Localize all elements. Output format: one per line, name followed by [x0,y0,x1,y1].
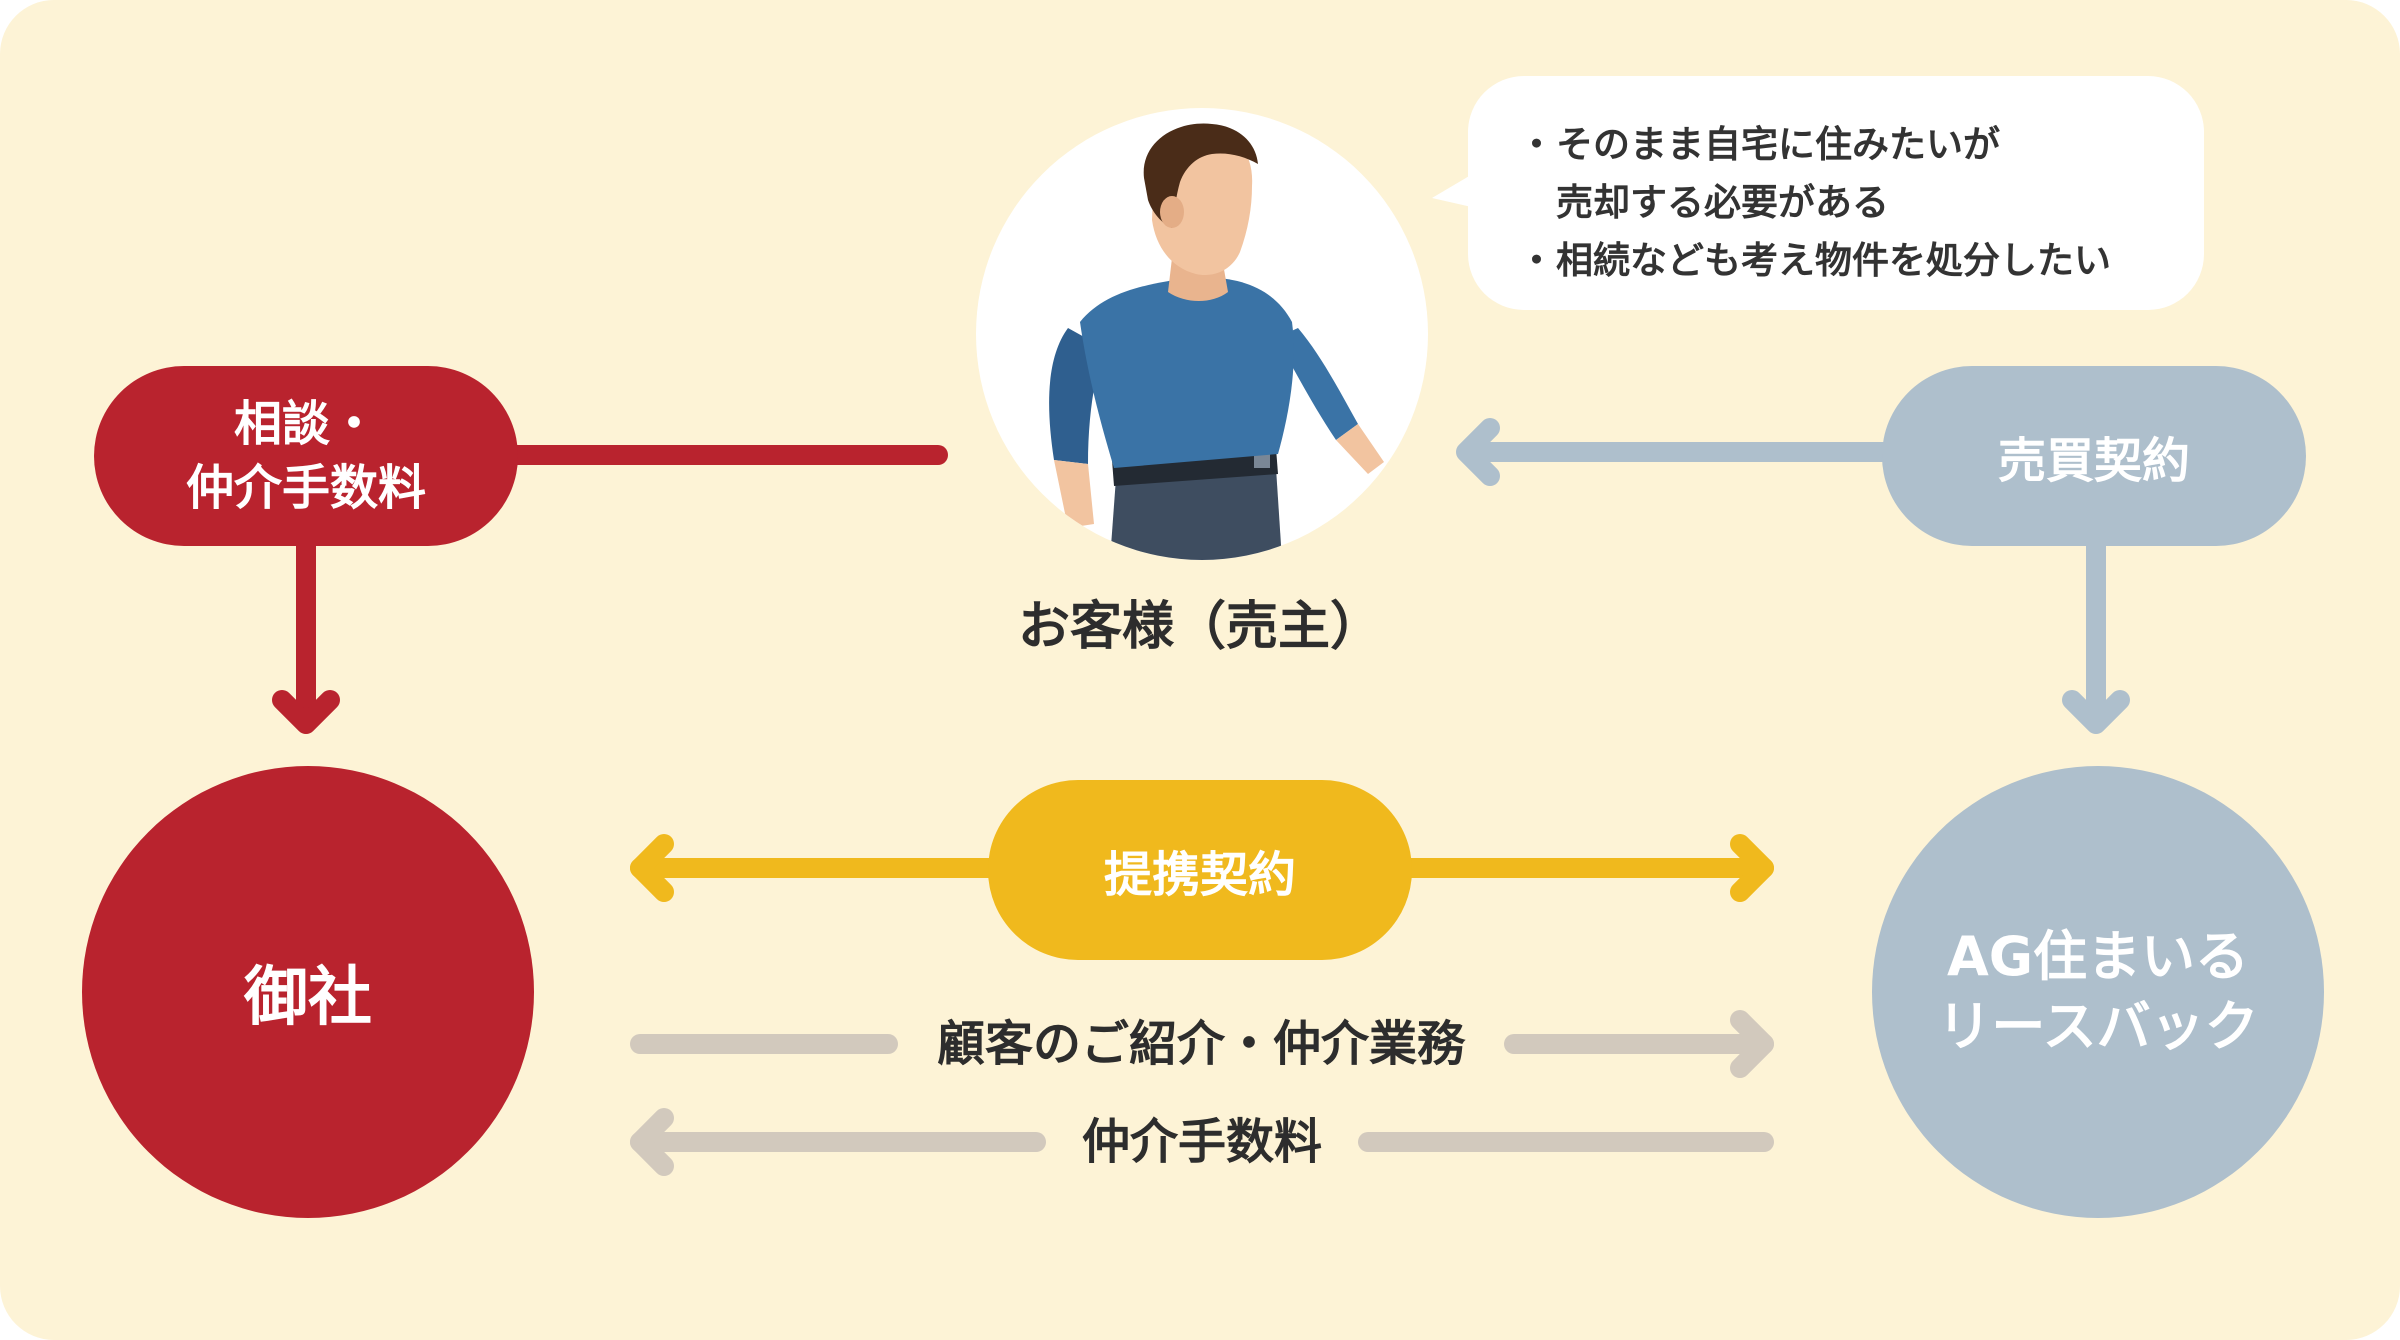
bullet-icon: ・ [1518,232,1556,290]
bullet-icon: ・ [1518,116,1556,174]
consult-fee-pill: 相談・ 仲介手数料 [94,366,518,546]
alliance-pill-label: 提携契約 [1104,835,1296,905]
company-node: 御社 [82,766,534,1218]
bubble-line-1: ・そのまま自宅に住みたいが [1518,116,2204,174]
fee-flow-label: 仲介手数料 [1050,1112,1354,1172]
speech-bubble: ・そのまま自宅に住みたいが 売却する必要がある ・相続なども考え物件を処分したい [1468,76,2204,310]
consult-pill-line2: 仲介手数料 [186,456,426,520]
alliance-contract-pill: 提携契約 [988,780,1412,960]
person-icon [976,108,1428,560]
sale-contract-pill: 売買契約 [1882,366,2306,546]
customer-label: お客様（売主） [1000,584,1400,659]
bubble-line-3: ・相続なども考え物件を処分したい [1518,232,2204,290]
sale-pill-label: 売買契約 [1998,421,2190,491]
referral-flow-label: 顧客のご紹介・仲介業務 [900,1014,1502,1074]
partner-label-line2: リースバック [1937,992,2258,1062]
customer-avatar [976,108,1428,560]
bubble-line-2: 売却する必要がある [1518,174,2204,232]
partner-label-line1: AG住まいる [1947,922,2249,992]
partner-node: AG住まいる リースバック [1872,766,2324,1218]
consult-pill-line1: 相談・ [234,392,378,456]
company-label: 御社 [244,946,372,1038]
